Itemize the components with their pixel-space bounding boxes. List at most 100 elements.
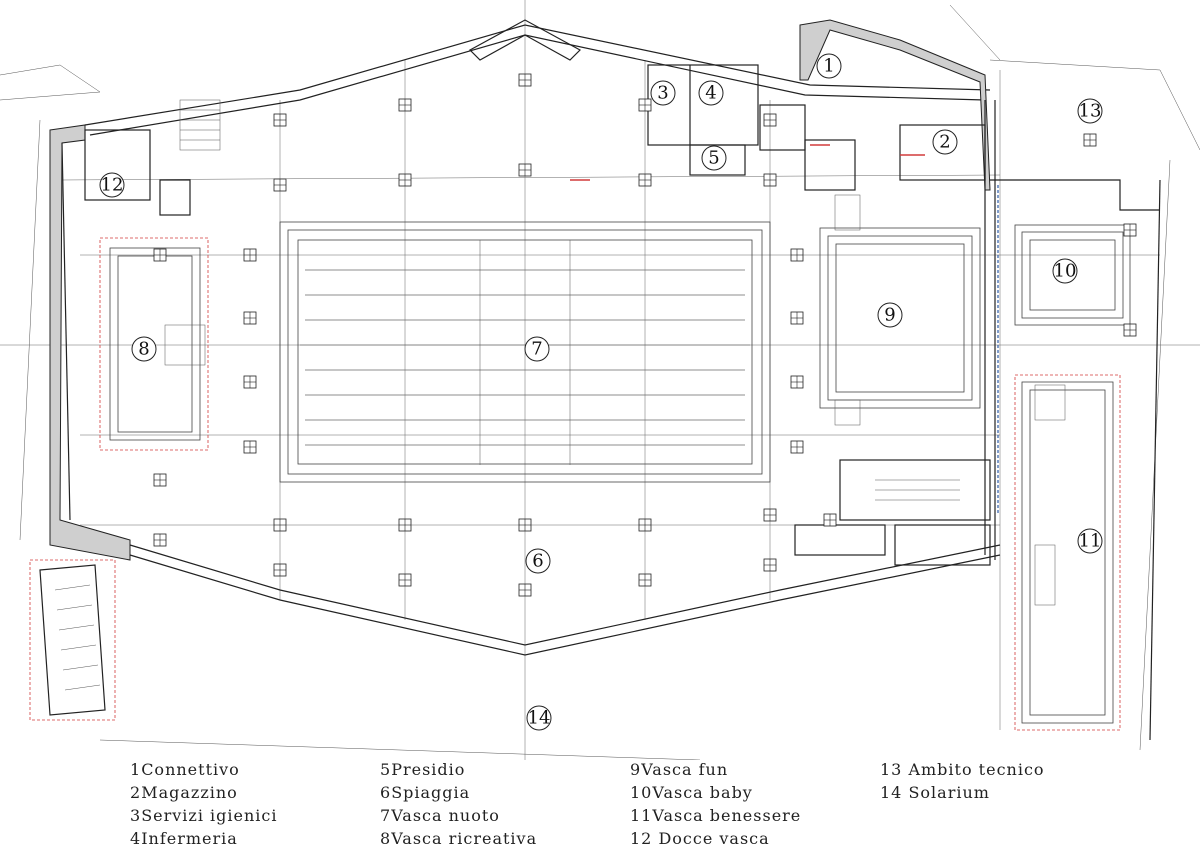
- room-marker-circle: [526, 705, 552, 731]
- room-marker-number: 11: [1079, 531, 1102, 552]
- room-marker-14: 14: [526, 705, 552, 731]
- legend-item-8: 8Vasca ricreativa: [380, 829, 537, 848]
- perimeter-walls: [49, 19, 1161, 741]
- legend-item-10: 10Vasca baby: [630, 783, 753, 802]
- room-marker-circle: [701, 145, 727, 171]
- legend-item-13: 13 Ambito tecnico: [880, 760, 1045, 779]
- legend-label: Servizi igienici: [141, 806, 278, 825]
- pool-vasca-ricreativa: [99, 237, 209, 451]
- legend-label: Vasca benessere: [652, 806, 802, 825]
- service-rooms-lower-right: [794, 459, 991, 566]
- legend-item-5: 5Presidio: [380, 760, 465, 779]
- legend-number: 7: [380, 806, 392, 825]
- room-marker-number: 3: [657, 83, 668, 104]
- legend-label: Magazzino: [141, 783, 238, 802]
- room-marker-9: 9: [877, 302, 903, 328]
- legend-number: 3: [130, 806, 142, 825]
- legend-number: 6: [380, 783, 392, 802]
- pool-vasca-nuoto: [279, 221, 771, 483]
- legend-number: 5: [380, 760, 392, 779]
- pool-vasca-baby: [1014, 224, 1131, 326]
- room-marker-circle: [1077, 98, 1103, 124]
- red-markers: [570, 144, 925, 181]
- legend-item-7: 7Vasca nuoto: [380, 806, 500, 825]
- legend-label: Ambito tecnico: [902, 760, 1045, 779]
- legend-label: Spiaggia: [391, 783, 471, 802]
- room-marker-2: 2: [932, 129, 958, 155]
- room-marker-7: 7: [524, 336, 550, 362]
- room-marker-circle: [932, 129, 958, 155]
- legend-label: Connettivo: [141, 760, 240, 779]
- legend-label: Vasca baby: [652, 783, 753, 802]
- room-marker-1: 1: [816, 53, 842, 79]
- room-marker-number: 9: [884, 305, 895, 326]
- room-marker-number: 6: [532, 551, 543, 572]
- legend-label: Solarium: [902, 783, 990, 802]
- legend-item-12: 12 Docce vasca: [630, 829, 770, 848]
- room-marker-number: 7: [531, 339, 542, 360]
- room-marker-circle: [698, 80, 724, 106]
- room-marker-number: 2: [939, 132, 950, 153]
- room-marker-12: 12: [99, 172, 125, 198]
- room-marker-number: 1: [823, 56, 834, 77]
- room-marker-circle: [524, 336, 550, 362]
- legend-item-11: 11Vasca benessere: [630, 806, 801, 825]
- legend-item-14: 14 Solarium: [880, 783, 990, 802]
- legend-item-1: 1Connettivo: [130, 760, 240, 779]
- legend-label: Vasca nuoto: [391, 806, 500, 825]
- legend-number: 1: [130, 760, 142, 779]
- legend-number: 12: [630, 829, 653, 848]
- legend-item-2: 2Magazzino: [130, 783, 238, 802]
- pool-vasca-benessere: [1014, 374, 1121, 731]
- legend-label: Docce vasca: [652, 829, 770, 848]
- room-marker-11: 11: [1077, 528, 1103, 554]
- legend-label: Presidio: [391, 760, 466, 779]
- legend-number: 2: [130, 783, 142, 802]
- legend-number: 10: [630, 783, 653, 802]
- legend-label: Infermeria: [141, 829, 238, 848]
- room-marker-5: 5: [701, 145, 727, 171]
- room-marker-number: 10: [1054, 261, 1077, 282]
- legend-number: 9: [630, 760, 642, 779]
- legend-item-6: 6Spiaggia: [380, 783, 470, 802]
- legend-number: 14: [880, 783, 903, 802]
- legend-item-9: 9Vasca fun: [630, 760, 728, 779]
- room-marker-3: 3: [650, 80, 676, 106]
- legend-label: Vasca fun: [641, 760, 729, 779]
- legend-item-4: 4Infermeria: [130, 829, 238, 848]
- legend-number: 13: [880, 760, 903, 779]
- skylight: [469, 19, 581, 61]
- room-marker-number: 12: [101, 175, 124, 196]
- room-marker-circle: [650, 80, 676, 106]
- room-marker-4: 4: [698, 80, 724, 106]
- room-legend: 1Connettivo 2Magazzino 3Servizi igienici 4I…: [0, 760, 1200, 857]
- room-marker-8: 8: [131, 336, 157, 362]
- room-marker-circle: [99, 172, 125, 198]
- site-context-lines: [0, 4, 1200, 760]
- room-marker-10: 10: [1052, 258, 1078, 284]
- legend-number: 8: [380, 829, 392, 848]
- stair-tower-bottom-left: [29, 559, 116, 721]
- pool-vasca-fun: [819, 194, 981, 426]
- legend-number: 11: [630, 806, 653, 825]
- room-marker-circle: [877, 302, 903, 328]
- room-marker-number: 14: [528, 708, 551, 729]
- room-marker-circle: [525, 548, 551, 574]
- room-marker-number: 8: [138, 339, 149, 360]
- room-marker-number: 5: [708, 148, 719, 169]
- legend-number: 4: [130, 829, 142, 848]
- room-marker-number: 13: [1079, 101, 1102, 122]
- room-marker-13: 13: [1077, 98, 1103, 124]
- room-marker-circle: [816, 53, 842, 79]
- room-marker-number: 4: [705, 83, 716, 104]
- room-marker-circle: [131, 336, 157, 362]
- room-marker-circle: [1052, 258, 1078, 284]
- legend-label: Vasca ricreativa: [391, 829, 538, 848]
- room-marker-circle: [1077, 528, 1103, 554]
- structural-columns: [153, 73, 1137, 597]
- legend-item-3: 3Servizi igienici: [130, 806, 278, 825]
- stairs-top-left: [179, 99, 221, 151]
